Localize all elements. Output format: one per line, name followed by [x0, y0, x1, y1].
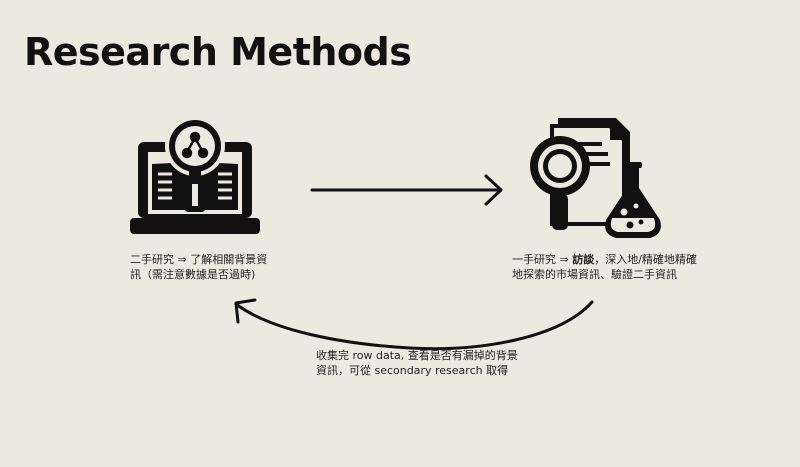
slide-title: Research Methods — [24, 30, 412, 74]
loop-caption: 收集完 row data, 查看是否有漏掉的背景資訊，可從 secondary … — [316, 349, 518, 377]
right-arrow — [310, 174, 503, 206]
primary-caption-bold: 訪談 — [572, 253, 595, 266]
primary-caption-suffix: ，深入地/精確地精確地探索的市場資訊、驗證二手資訊 — [512, 253, 697, 281]
document-magnifier-flask-icon — [530, 118, 661, 238]
curved-return-arrow — [234, 298, 594, 351]
primary-research-caption: 一手研究 ⇒ 訪談，深入地/精確地精確地探索的市場資訊、驗證二手資訊 — [512, 252, 702, 282]
laptop-search-icon — [130, 116, 260, 234]
primary-caption-prefix: 一手研究 ⇒ — [512, 253, 573, 266]
secondary-research-caption: 二手研究 ⇒ 了解相關背景資訊（需注意數據是否過時) — [130, 253, 268, 281]
